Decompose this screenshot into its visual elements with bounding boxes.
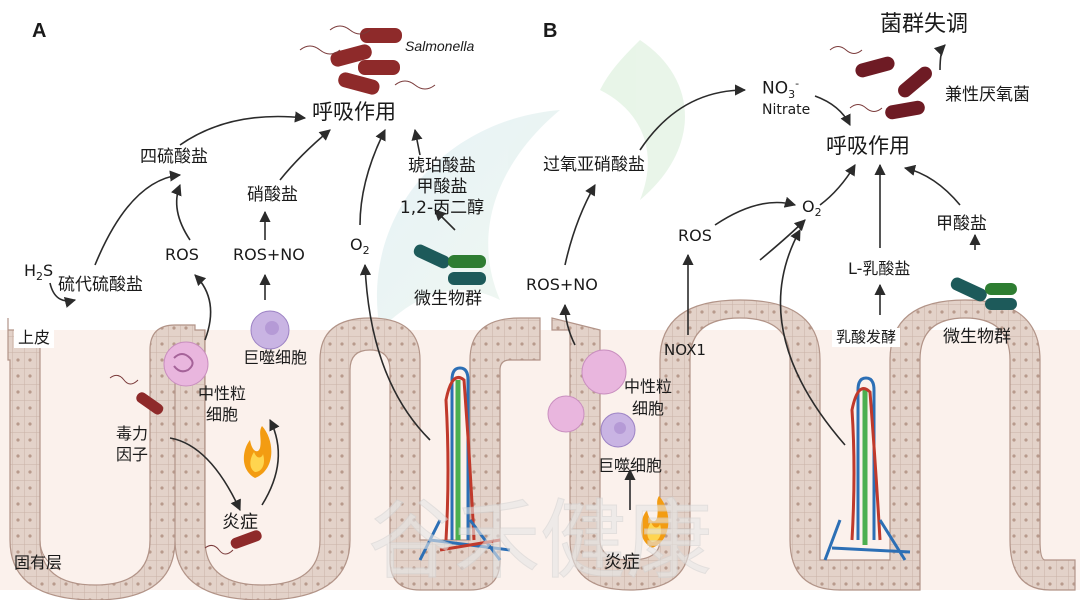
- macrophage-a: [250, 310, 290, 350]
- microbiota-label-b: 微生物群: [943, 327, 1011, 347]
- virulence-bacterium: [109, 374, 262, 555]
- microbiota-label-a: 微生物群: [414, 289, 482, 309]
- nox1-label: NOX1: [664, 341, 706, 359]
- tetrathionate-label: 四硫酸盐: [140, 147, 208, 167]
- epithelium-b: [551, 299, 1076, 591]
- neutrophil-label-a-1: 中性粒: [198, 384, 247, 403]
- flame-icon-a: [243, 426, 272, 478]
- blood-vessel-b: [823, 376, 911, 561]
- arrows-b: [559, 44, 981, 510]
- peroxynitrite-label: 过氧亚硝酸盐: [543, 155, 645, 175]
- thiosulfate-label: 硫代硫酸盐: [58, 275, 143, 295]
- lactate-label: L-乳酸盐: [848, 259, 911, 278]
- neutrophil-b: [547, 349, 627, 433]
- microbiota-b: [950, 277, 1017, 310]
- epithelium-label: 上皮: [14, 328, 55, 349]
- inflammation-label-a: 炎症: [222, 512, 258, 533]
- salmonella-label: Salmonella: [405, 38, 475, 54]
- microbiota-a: [413, 244, 486, 285]
- virulence-label-2: 因子: [116, 445, 149, 464]
- ros-no-label-b: ROS+NO: [526, 275, 598, 294]
- neutrophil-label-b-1: 中性粒: [624, 377, 673, 396]
- no3-label: NO3-: [762, 77, 800, 102]
- o2-label-a: O2: [350, 235, 370, 258]
- succinate-label: 琥珀酸盐: [408, 156, 476, 176]
- neutrophil-label-b-2: 细胞: [632, 399, 665, 418]
- nitrate-en-label: Nitrate: [762, 102, 811, 118]
- propanediol-label: 1,2-丙二醇: [399, 198, 485, 218]
- neutrophil-a: [163, 341, 209, 387]
- respiration-label-a: 呼吸作用: [312, 100, 396, 124]
- h2s-label: H2S: [24, 261, 54, 284]
- virulence-label-1: 毒力: [116, 424, 149, 443]
- macrophage-label-b: 巨噬细胞: [598, 456, 663, 475]
- formate-label-a: 甲酸盐: [416, 177, 468, 197]
- macrophage-label-a: 巨噬细胞: [243, 348, 308, 367]
- lactate-fermentation-label: 乳酸发酵: [832, 328, 901, 348]
- panel-a-letter: A: [32, 20, 47, 42]
- arrows-a: [49, 111, 456, 512]
- nitrate-label-a: 硝酸盐: [247, 185, 298, 205]
- flame-icon-b: [640, 496, 669, 548]
- facultative-anaerobes: [829, 46, 932, 120]
- lamina-propria-label: 固有层: [14, 553, 63, 572]
- ros-label-b: ROS: [678, 226, 712, 245]
- salmonella-bacteria: [299, 25, 436, 95]
- panel-b-letter: B: [543, 20, 558, 42]
- respiration-label-b: 呼吸作用: [826, 134, 910, 158]
- blood-vessel-a: [418, 366, 511, 561]
- watermark-text: 谷禾健康: [368, 491, 712, 591]
- ros-no-label-a: ROS+NO: [233, 245, 305, 264]
- facultative-anaerobes-label: 兼性厌氧菌: [945, 85, 1030, 105]
- formate-label-b: 甲酸盐: [936, 214, 987, 234]
- neutrophil-label-a-2: 细胞: [206, 405, 239, 424]
- ros-label-a: ROS: [165, 245, 199, 264]
- dysbiosis-label: 菌群失调: [880, 12, 969, 37]
- inflammation-label-b: 炎症: [604, 552, 640, 573]
- o2-label-b: O2: [802, 197, 822, 220]
- macrophage-b: [600, 412, 636, 448]
